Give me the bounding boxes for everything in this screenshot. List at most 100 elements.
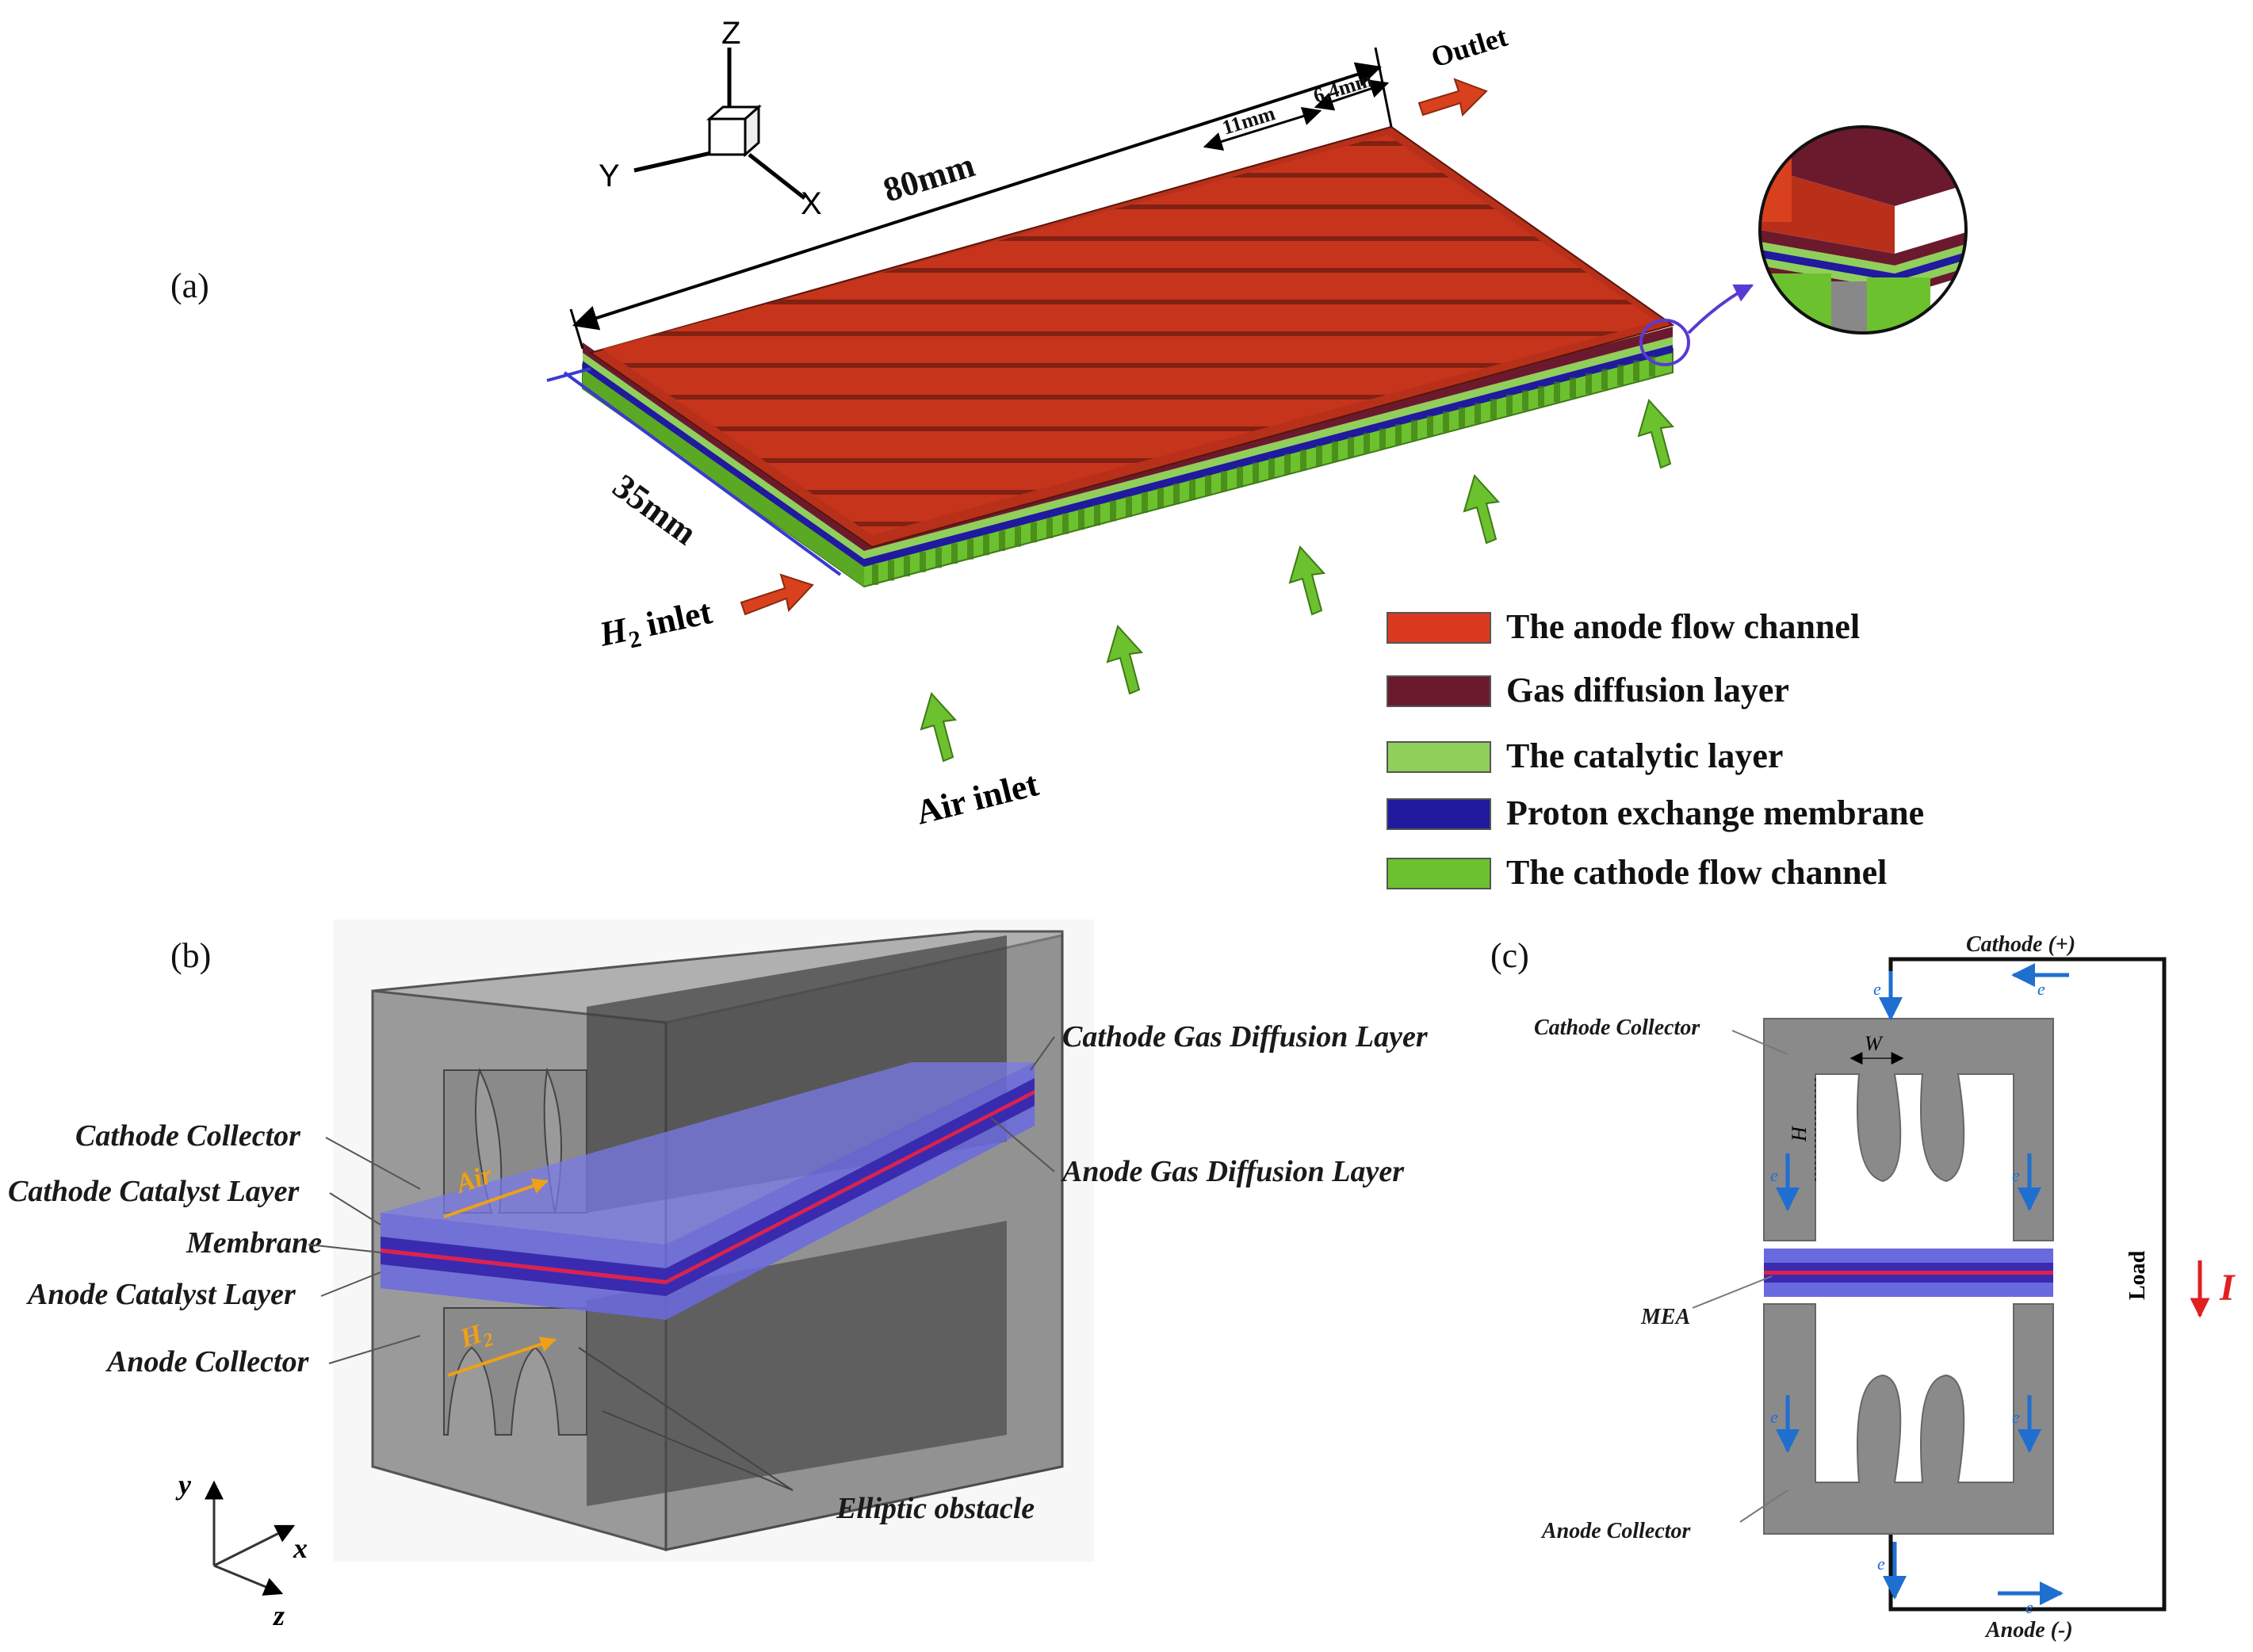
cathode-rib	[1443, 411, 1449, 433]
cathode-rib	[1538, 385, 1544, 407]
legend-label: The catalytic layer	[1506, 736, 1783, 775]
air-inlet-arrow	[920, 692, 958, 763]
cathode-rib	[1522, 390, 1528, 411]
left-label-b: Anode Catalyst Layer	[26, 1278, 296, 1311]
cathode-rib	[1490, 398, 1497, 419]
h2-inlet-arrow	[740, 573, 814, 616]
cathode-rib	[1411, 419, 1417, 441]
axis-triad-a: Z Y X	[599, 16, 822, 221]
cathode-rib	[1586, 373, 1592, 394]
leader-line	[328, 1335, 421, 1364]
panel-c: (c) Load Cathode (+) Anode (-) I W	[1490, 932, 2236, 1642]
cathode-rib	[1475, 403, 1481, 424]
cathode-rib	[872, 564, 878, 585]
cathode-rib	[1110, 500, 1116, 522]
cathode-rib	[1031, 522, 1037, 543]
left-label-b: Cathode Collector	[75, 1119, 301, 1153]
anode-terminal-label: Anode (-)	[1984, 1618, 2073, 1642]
load-label: Load	[2125, 1250, 2150, 1300]
w-label: W	[1865, 1032, 1884, 1055]
electron-label: e	[1770, 1407, 1778, 1427]
cathode-rib	[1395, 424, 1402, 446]
cathode-rib	[1205, 475, 1211, 496]
cathode-rib	[1078, 509, 1084, 530]
dim-w: W	[1849, 1032, 1904, 1065]
cathode-rib	[1268, 458, 1275, 479]
cathode-rib	[967, 538, 973, 560]
axis-z-label: Z	[721, 16, 740, 51]
load-box	[2109, 1197, 2156, 1356]
axis-triad-b: y x z	[175, 1469, 308, 1631]
cathode-rib	[1173, 484, 1180, 505]
cathode-rib	[951, 543, 958, 564]
legend-label: The anode flow channel	[1506, 607, 1860, 646]
cathode-rib	[1015, 526, 1021, 547]
outlet-label: Outlet	[1428, 21, 1511, 74]
left-label-b: Cathode Catalyst Layer	[8, 1175, 300, 1208]
air-inlet-arrow	[1288, 545, 1326, 616]
cathode-rib	[1046, 518, 1053, 539]
h-label: H	[1788, 1126, 1811, 1142]
cathode-rib	[1062, 513, 1069, 534]
leader-line	[329, 1192, 381, 1226]
current-indicator: I	[2190, 1260, 2236, 1318]
panel-c-label: (c)	[1490, 936, 1529, 975]
electron-label: e	[1877, 1554, 1885, 1574]
cathode-rib	[1157, 488, 1164, 509]
right-label-b: Anode Gas Diffusion Layer	[1061, 1155, 1405, 1188]
mea-label: MEA	[1640, 1305, 1690, 1329]
cathode-rib	[1364, 432, 1370, 453]
elliptic-obstacle-label: Elliptic obstacle	[836, 1492, 1035, 1525]
current-label: I	[2219, 1267, 2236, 1309]
cathode-rib	[1094, 504, 1100, 526]
cathode-rib	[1142, 491, 1148, 513]
leader-line	[1030, 1036, 1055, 1071]
cathode-rib	[1649, 356, 1655, 377]
cathode-collector-label: Cathode Collector	[1534, 1015, 1700, 1040]
cathode-ribs	[872, 356, 1655, 585]
axis-x-label-b: x	[293, 1532, 308, 1564]
h2-flow-b: H2	[447, 1319, 557, 1377]
cathode-rib	[1459, 407, 1465, 428]
legend-swatch	[1387, 612, 1491, 644]
panel-a: (a) Z Y X	[170, 16, 1968, 892]
left-label-b: Anode Collector	[105, 1345, 310, 1379]
mea-c	[1764, 1249, 2053, 1297]
electron-label: e	[2025, 1597, 2033, 1617]
axis-y-label: Y	[599, 159, 620, 193]
cathode-rib	[1570, 377, 1576, 399]
cathode-rib	[1348, 437, 1354, 458]
panel-a-label: (a)	[170, 266, 209, 305]
electron-label: e	[2012, 1165, 2020, 1185]
mea-layers-b	[381, 1062, 1035, 1320]
cathode-rib	[935, 547, 942, 568]
electron-label: e	[1873, 979, 1881, 999]
cathode-rib	[1554, 381, 1560, 403]
cathode-rib	[1221, 471, 1227, 492]
cathode-rib	[1189, 479, 1195, 500]
air-inlet-arrow	[1106, 625, 1144, 695]
anode-collector-c	[1763, 1303, 2054, 1535]
cathode-rib	[1617, 365, 1624, 386]
legend-swatch	[1387, 741, 1491, 773]
cathode-collector-c	[1763, 1018, 2054, 1241]
h2-inlet: H2 inlet	[595, 573, 814, 654]
cathode-rib	[1506, 394, 1513, 415]
electron-label: e	[2037, 979, 2045, 999]
legend-swatch	[1387, 798, 1491, 830]
air-inlet-arrows	[920, 399, 1675, 763]
cathode-rib	[904, 556, 910, 577]
axis-x-label: X	[801, 186, 822, 221]
cathode-rib	[999, 530, 1005, 552]
magnifier-callout	[1639, 125, 1968, 366]
axis-y-label-b: y	[175, 1469, 192, 1501]
axis-z-label-b: z	[272, 1600, 285, 1631]
cathode-rib	[1126, 496, 1132, 518]
outlet-arrow: Outlet	[1417, 21, 1511, 117]
air-inlet-arrow	[1637, 399, 1675, 469]
legend-swatch	[1387, 858, 1491, 889]
left-label-b: Membrane	[186, 1226, 322, 1260]
